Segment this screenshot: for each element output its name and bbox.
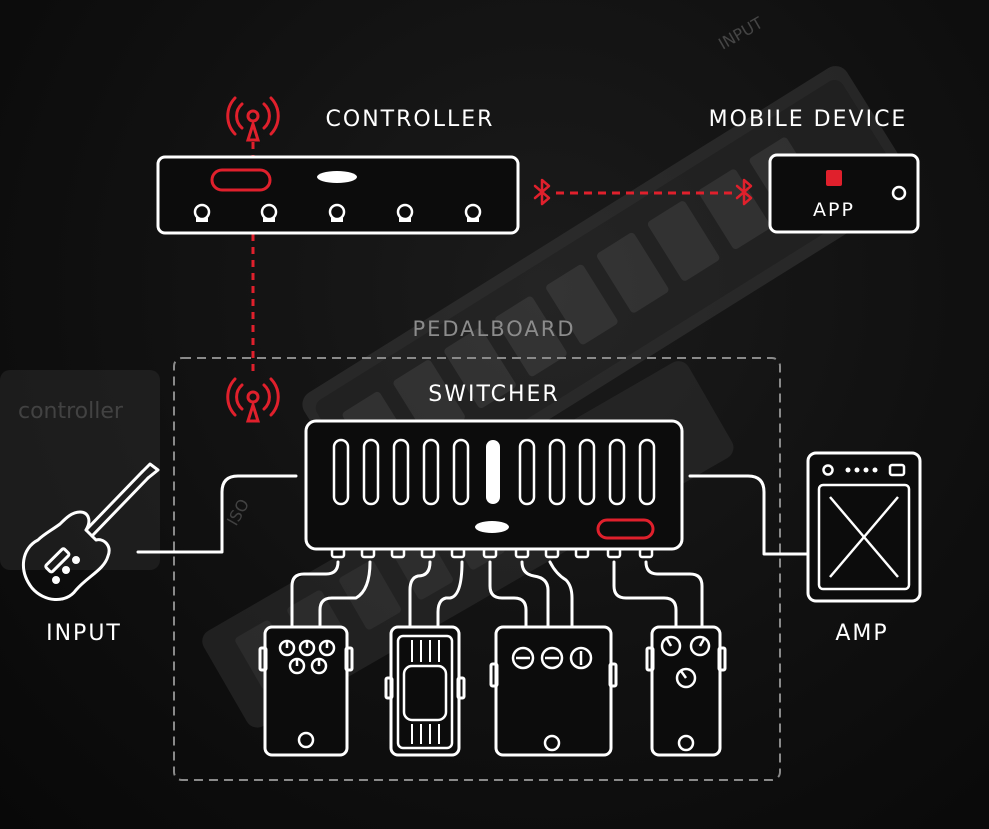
switcher-device <box>304 419 684 559</box>
cables <box>136 474 810 630</box>
pedal-cable <box>290 560 340 630</box>
background-key-input: INPUT <box>715 13 766 53</box>
app-label: APP <box>813 199 855 221</box>
effect-pedal-4 <box>645 625 727 757</box>
background-key-iso: ISO <box>223 496 253 529</box>
effect-pedal-3 <box>489 625 618 757</box>
pedal-cable <box>436 560 464 630</box>
pedal-cable <box>548 560 574 630</box>
bluetooth-icon <box>533 178 551 206</box>
pedal-cable <box>408 560 432 630</box>
pedal-cable <box>488 560 528 630</box>
mobile-device: APP <box>768 153 920 234</box>
input-cable <box>136 474 298 554</box>
pedal-cable <box>520 560 550 630</box>
amp-label: AMP <box>835 621 888 646</box>
wireless-signal-icon <box>226 377 280 423</box>
switcher-loop-switches <box>332 438 656 506</box>
switcher-red-display <box>596 518 655 540</box>
input-label: INPUT <box>46 621 122 646</box>
app-indicator <box>826 170 842 186</box>
switcher-led <box>475 521 509 533</box>
controller-led <box>317 171 357 183</box>
switcher-active-switch <box>486 440 500 504</box>
mobile-device-label: MOBILE DEVICE <box>709 107 908 132</box>
pedal-cable <box>644 560 704 630</box>
electric-guitar-icon <box>22 462 160 601</box>
controller-label: CONTROLLER <box>326 107 495 132</box>
switcher-jacks <box>330 547 654 559</box>
pedalboard-label: PEDALBOARD <box>412 317 575 341</box>
wireless-signal-icon <box>226 96 280 142</box>
effect-pedal-1 <box>258 625 354 757</box>
effect-pedal-2 <box>384 625 466 757</box>
switcher-label: SWITCHER <box>428 382 559 407</box>
pedal-cable <box>318 560 372 630</box>
amplifier-icon <box>806 451 922 603</box>
pedal-cable <box>612 560 678 630</box>
bluetooth-icon <box>735 178 753 206</box>
amp-cable <box>688 474 810 556</box>
controller-device <box>156 155 520 235</box>
controller-red-display <box>210 168 272 192</box>
background-controller-brand: controller <box>18 399 124 424</box>
